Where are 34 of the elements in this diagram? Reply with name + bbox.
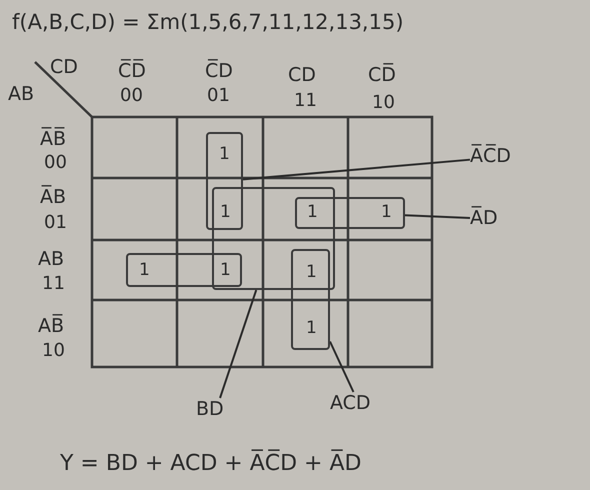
term-label: ACD	[330, 392, 371, 415]
corner-header: CD	[50, 58, 78, 77]
term-label: A̅C̅D	[470, 145, 511, 168]
term-label: A̅D	[470, 207, 498, 230]
group-loop	[126, 253, 242, 287]
cell-value: 1	[139, 262, 150, 279]
leader-line	[219, 290, 258, 398]
cell-value: 1	[306, 320, 317, 337]
column-header: 00	[120, 87, 143, 105]
column-header: 11	[294, 92, 317, 110]
corner-header: AB	[8, 85, 34, 104]
cell-value: 1	[381, 204, 392, 221]
group-loop	[212, 187, 335, 290]
cell-value: 1	[307, 204, 318, 221]
row-header: 01	[44, 214, 67, 232]
cell-value: 1	[220, 204, 231, 221]
cell-value: 1	[219, 146, 230, 163]
group-loop	[206, 132, 243, 230]
column-header: 10	[372, 94, 395, 112]
row-header: 00	[44, 154, 67, 172]
row-header: 10	[42, 342, 65, 360]
row-header: 11	[42, 275, 65, 293]
leader-line	[329, 341, 354, 392]
cell-value: 1	[220, 262, 231, 279]
term-label: BD	[196, 398, 224, 421]
column-header: CD	[288, 66, 316, 85]
leader-line	[242, 158, 470, 180]
function-title: f(A,B,C,D) = Σm(1,5,6,7,11,12,13,15)	[12, 10, 404, 34]
group-loop	[291, 249, 330, 350]
cell-value: 1	[306, 264, 317, 281]
column-header: 01	[207, 87, 230, 105]
row-header: AB	[38, 250, 64, 269]
group-loop	[295, 197, 405, 229]
leader-line	[404, 214, 470, 219]
